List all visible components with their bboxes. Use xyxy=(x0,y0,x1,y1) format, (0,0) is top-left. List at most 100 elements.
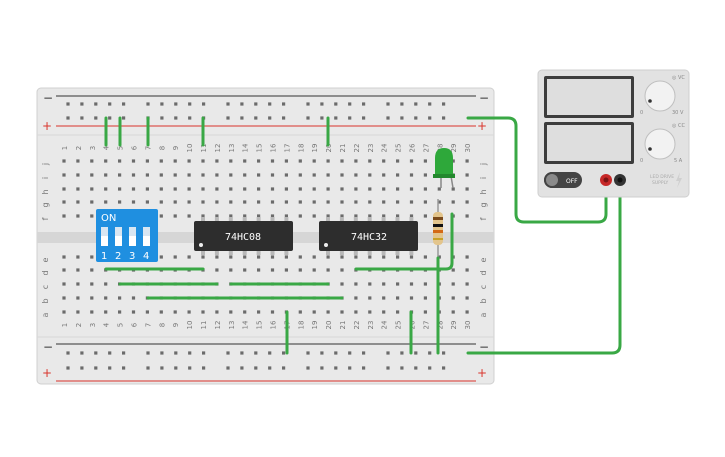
breadboard-hole[interactable] xyxy=(131,296,136,300)
breadboard-hole[interactable] xyxy=(229,200,233,204)
breadboard-hole[interactable] xyxy=(226,351,230,355)
breadboard-hole[interactable] xyxy=(354,214,358,218)
breadboard-hole[interactable] xyxy=(131,200,136,204)
breadboard-hole[interactable] xyxy=(80,351,84,355)
breadboard-hole[interactable] xyxy=(348,116,352,120)
breadboard-hole[interactable] xyxy=(240,366,244,370)
breadboard-hole[interactable] xyxy=(90,282,94,286)
breadboard-hole[interactable] xyxy=(386,116,390,120)
breadboard-hole[interactable] xyxy=(201,255,205,259)
breadboard-hole[interactable] xyxy=(243,159,247,163)
breadboard-hole[interactable] xyxy=(340,187,344,191)
breadboard-hole[interactable] xyxy=(348,366,352,370)
breadboard-hole[interactable] xyxy=(62,282,66,286)
breadboard-hole[interactable] xyxy=(80,102,84,106)
breadboard-hole[interactable] xyxy=(243,173,247,177)
breadboard-hole[interactable] xyxy=(451,159,455,163)
breadboard-hole[interactable] xyxy=(284,200,288,204)
breadboard-hole[interactable] xyxy=(159,214,163,218)
breadboard-hole[interactable] xyxy=(257,268,261,272)
breadboard-hole[interactable] xyxy=(174,116,178,120)
power-supply[interactable]: ◎ VC ◎ CC 0 30 V 0 5 A OFF LED DRIVE SUP… xyxy=(537,69,690,198)
breadboard-hole[interactable] xyxy=(354,159,358,163)
breadboard-hole[interactable] xyxy=(362,366,366,370)
breadboard-hole[interactable] xyxy=(284,159,288,163)
breadboard-hole[interactable] xyxy=(386,351,390,355)
breadboard-hole[interactable] xyxy=(312,255,316,259)
breadboard-hole[interactable] xyxy=(414,366,418,370)
breadboard-hole[interactable] xyxy=(62,310,66,314)
breadboard-hole[interactable] xyxy=(270,200,275,204)
breadboard-hole[interactable] xyxy=(66,366,70,370)
breadboard-hole[interactable] xyxy=(243,268,247,272)
breadboard-hole[interactable] xyxy=(312,173,316,177)
breadboard-hole[interactable] xyxy=(354,187,358,191)
breadboard-hole[interactable] xyxy=(108,351,112,355)
breadboard-hole[interactable] xyxy=(326,159,330,163)
breadboard-hole[interactable] xyxy=(298,187,302,191)
breadboard-hole[interactable] xyxy=(254,116,258,120)
breadboard-hole[interactable] xyxy=(451,268,455,272)
breadboard-hole[interactable] xyxy=(240,351,244,355)
breadboard-hole[interactable] xyxy=(284,255,288,259)
breadboard-hole[interactable] xyxy=(240,116,244,120)
breadboard-hole[interactable] xyxy=(382,159,386,163)
breadboard-hole[interactable] xyxy=(284,214,288,218)
breadboard-hole[interactable] xyxy=(122,102,126,106)
breadboard-hole[interactable] xyxy=(284,187,288,191)
breadboard-hole[interactable] xyxy=(62,187,66,191)
breadboard-hole[interactable] xyxy=(306,116,310,120)
breadboard-hole[interactable] xyxy=(414,102,418,106)
breadboard-hole[interactable] xyxy=(400,366,404,370)
breadboard-hole[interactable] xyxy=(362,102,366,106)
breadboard-hole[interactable] xyxy=(306,102,310,106)
breadboard-hole[interactable] xyxy=(414,351,418,355)
breadboard-hole[interactable] xyxy=(340,255,344,259)
breadboard-hole[interactable] xyxy=(451,310,455,314)
breadboard-hole[interactable] xyxy=(160,102,164,106)
breadboard-hole[interactable] xyxy=(188,116,192,120)
breadboard-hole[interactable] xyxy=(340,214,344,218)
breadboard-hole[interactable] xyxy=(423,200,427,204)
breadboard-hole[interactable] xyxy=(131,310,136,314)
breadboard-hole[interactable] xyxy=(94,102,98,106)
breadboard-hole[interactable] xyxy=(465,159,469,163)
breadboard-hole[interactable] xyxy=(396,200,400,204)
breadboard-hole[interactable] xyxy=(465,214,469,218)
breadboard-hole[interactable] xyxy=(451,187,455,191)
breadboard-hole[interactable] xyxy=(334,116,338,120)
breadboard-hole[interactable] xyxy=(76,282,80,286)
breadboard-hole[interactable] xyxy=(298,268,302,272)
breadboard-hole[interactable] xyxy=(257,159,261,163)
breadboard-hole[interactable] xyxy=(368,282,372,286)
breadboard-hole[interactable] xyxy=(66,102,70,106)
breadboard-hole[interactable] xyxy=(465,255,469,259)
wire-to-supply-positive[interactable] xyxy=(466,116,608,224)
breadboard-hole[interactable] xyxy=(243,214,247,218)
breadboard-hole[interactable] xyxy=(270,187,275,191)
dip-toggle-4[interactable] xyxy=(143,227,150,246)
breadboard-hole[interactable] xyxy=(442,102,446,106)
breadboard-hole[interactable] xyxy=(104,282,108,286)
breadboard-hole[interactable] xyxy=(118,296,122,300)
breadboard-hole[interactable] xyxy=(76,310,80,314)
breadboard-hole[interactable] xyxy=(215,310,219,314)
breadboard-hole[interactable] xyxy=(437,187,441,191)
breadboard-hole[interactable] xyxy=(400,351,404,355)
breadboard-hole[interactable] xyxy=(368,296,372,300)
breadboard-hole[interactable] xyxy=(76,268,80,272)
breadboard-hole[interactable] xyxy=(90,296,94,300)
breadboard-hole[interactable] xyxy=(131,159,136,163)
breadboard-hole[interactable] xyxy=(382,255,386,259)
breadboard-hole[interactable] xyxy=(396,214,400,218)
breadboard-hole[interactable] xyxy=(118,200,122,204)
breadboard-hole[interactable] xyxy=(145,200,149,204)
breadboard-hole[interactable] xyxy=(465,282,469,286)
breadboard-hole[interactable] xyxy=(312,187,316,191)
breadboard-hole[interactable] xyxy=(282,351,286,355)
breadboard-hole[interactable] xyxy=(368,310,372,314)
breadboard-hole[interactable] xyxy=(90,200,94,204)
breadboard-hole[interactable] xyxy=(400,102,404,106)
breadboard-hole[interactable] xyxy=(270,173,275,177)
breadboard-hole[interactable] xyxy=(187,255,191,259)
